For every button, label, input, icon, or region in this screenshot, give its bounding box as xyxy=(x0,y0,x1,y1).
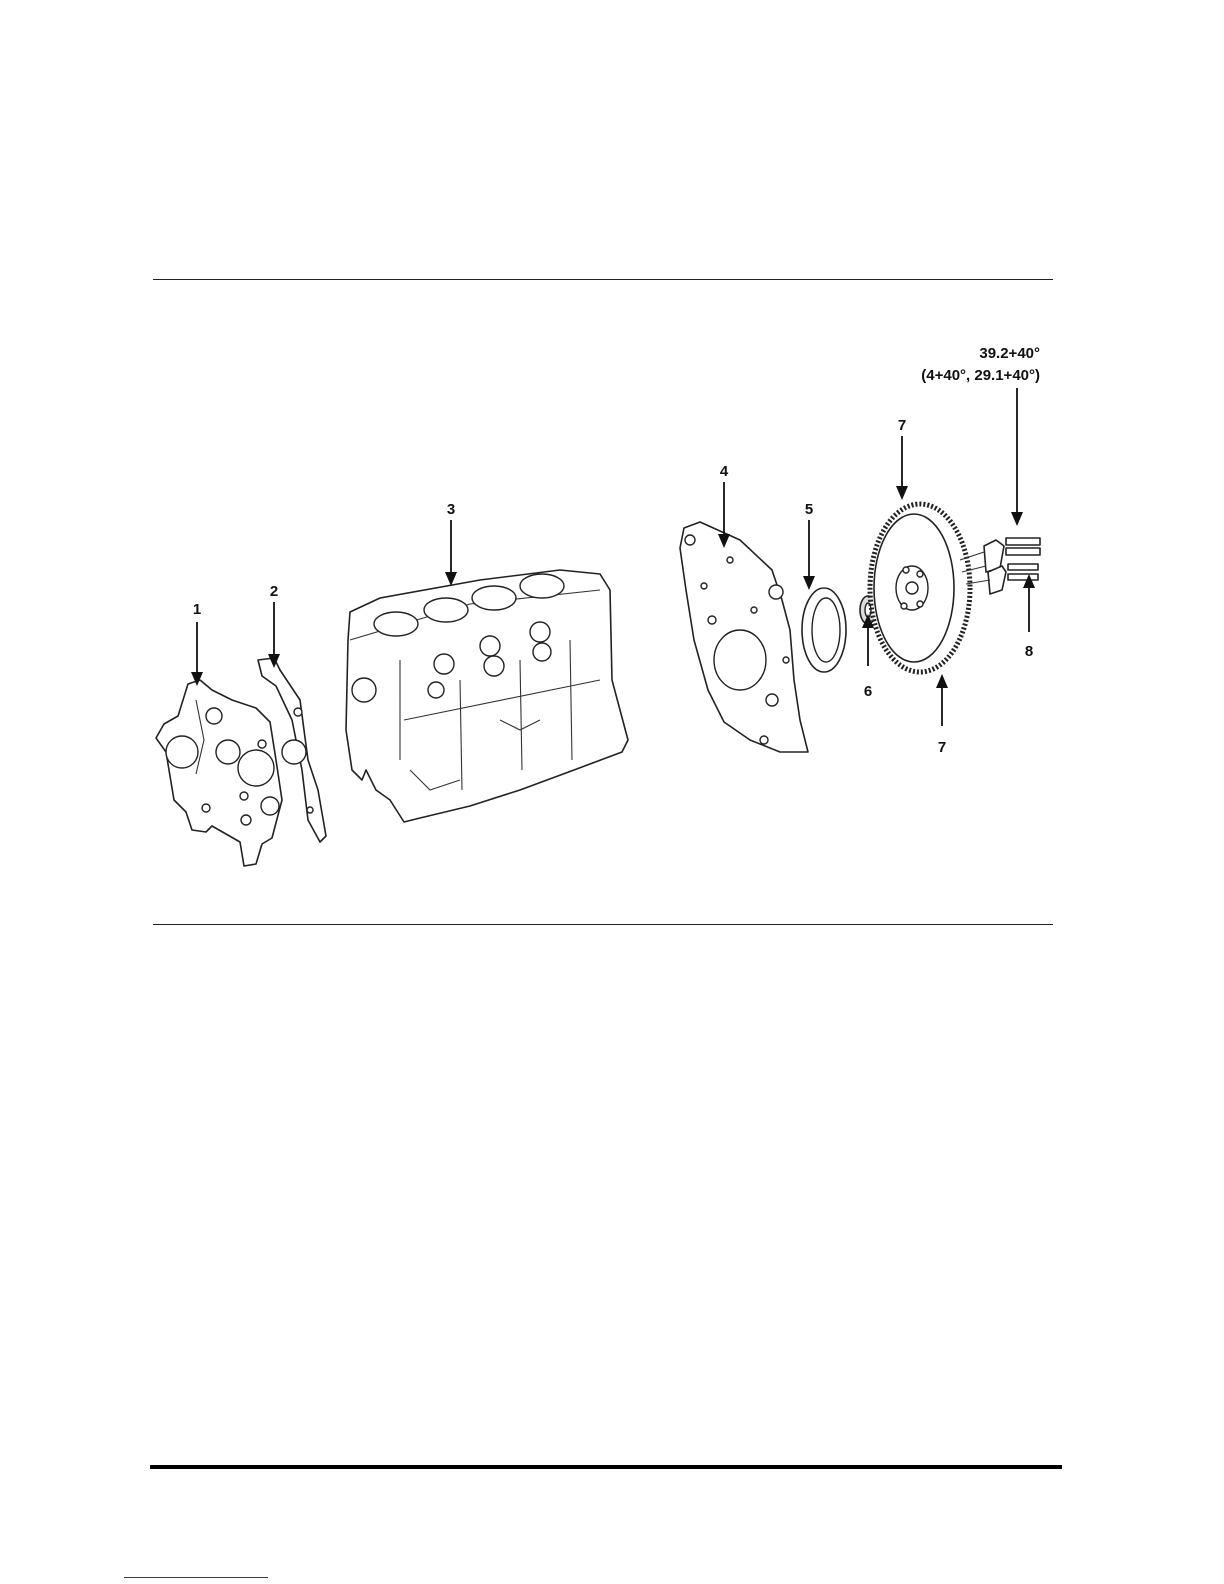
callout-label-2: 2 xyxy=(270,583,278,600)
oil-seal-part xyxy=(802,588,846,672)
callout-label-4: 4 xyxy=(720,463,729,480)
torque-spec-line-2: (4+40°, 29.1+40°) xyxy=(921,367,1040,384)
callout-label-3: 3 xyxy=(447,501,455,518)
callout-arrow-7-bottom xyxy=(936,674,948,726)
callout-label-7-top: 7 xyxy=(898,417,906,434)
cylinder-block-part xyxy=(346,570,628,822)
flywheel-part xyxy=(870,504,970,672)
rear-plate-part xyxy=(680,522,808,752)
callout-label-6: 6 xyxy=(864,683,872,700)
callout-label-5: 5 xyxy=(805,501,813,518)
callout-arrow-3 xyxy=(445,520,457,586)
front-plate-part xyxy=(156,680,282,866)
callout-arrow-1 xyxy=(191,622,203,686)
callout-arrow-2 xyxy=(268,602,280,668)
callout-label-8: 8 xyxy=(1025,643,1033,660)
callout-arrow-5 xyxy=(803,520,815,590)
callout-arrow-4 xyxy=(718,482,730,548)
callout-label-7-bottom: 7 xyxy=(938,739,946,756)
callout-arrow-torque xyxy=(1011,388,1023,526)
callout-arrow-7-top xyxy=(896,436,908,500)
torque-spec-line-1: 39.2+40° xyxy=(979,345,1040,362)
callout-label-1: 1 xyxy=(193,601,201,618)
callout-arrow-8 xyxy=(1023,574,1035,632)
